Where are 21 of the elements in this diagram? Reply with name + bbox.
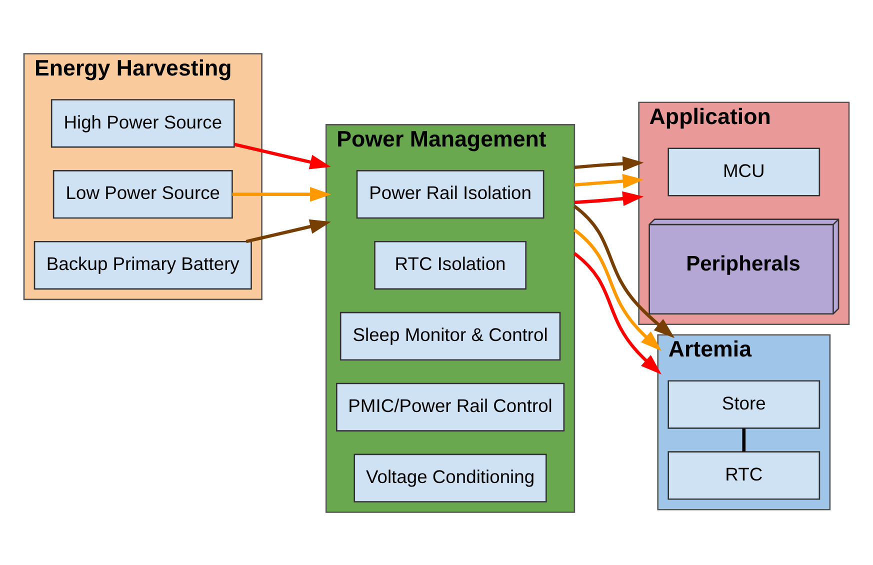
- node-box: Store: [668, 380, 820, 428]
- arrow: [246, 218, 331, 243]
- node-box: RTC: [668, 450, 820, 500]
- node-box: High Power Source: [50, 98, 235, 148]
- arrow: [573, 204, 675, 338]
- node-box: Voltage Conditioning: [354, 453, 547, 502]
- node-box: MCU: [668, 147, 820, 196]
- arrow: [232, 186, 332, 202]
- arrow: [234, 142, 331, 169]
- node-box: Sleep Monitor & Control: [340, 311, 561, 360]
- arrow: [573, 252, 662, 374]
- arrow: [573, 228, 662, 350]
- node-box: Power Rail Isolation: [356, 170, 544, 218]
- arrow: [574, 190, 644, 206]
- connector: [742, 428, 746, 452]
- node-box: PMIC/Power Rail Control: [336, 382, 565, 431]
- arrow: [574, 173, 644, 188]
- node-box: RTC Isolation: [374, 240, 526, 290]
- node-box: Low Power Source: [52, 170, 233, 218]
- arrow: [574, 156, 644, 171]
- node-box: Backup Primary Battery: [34, 240, 252, 290]
